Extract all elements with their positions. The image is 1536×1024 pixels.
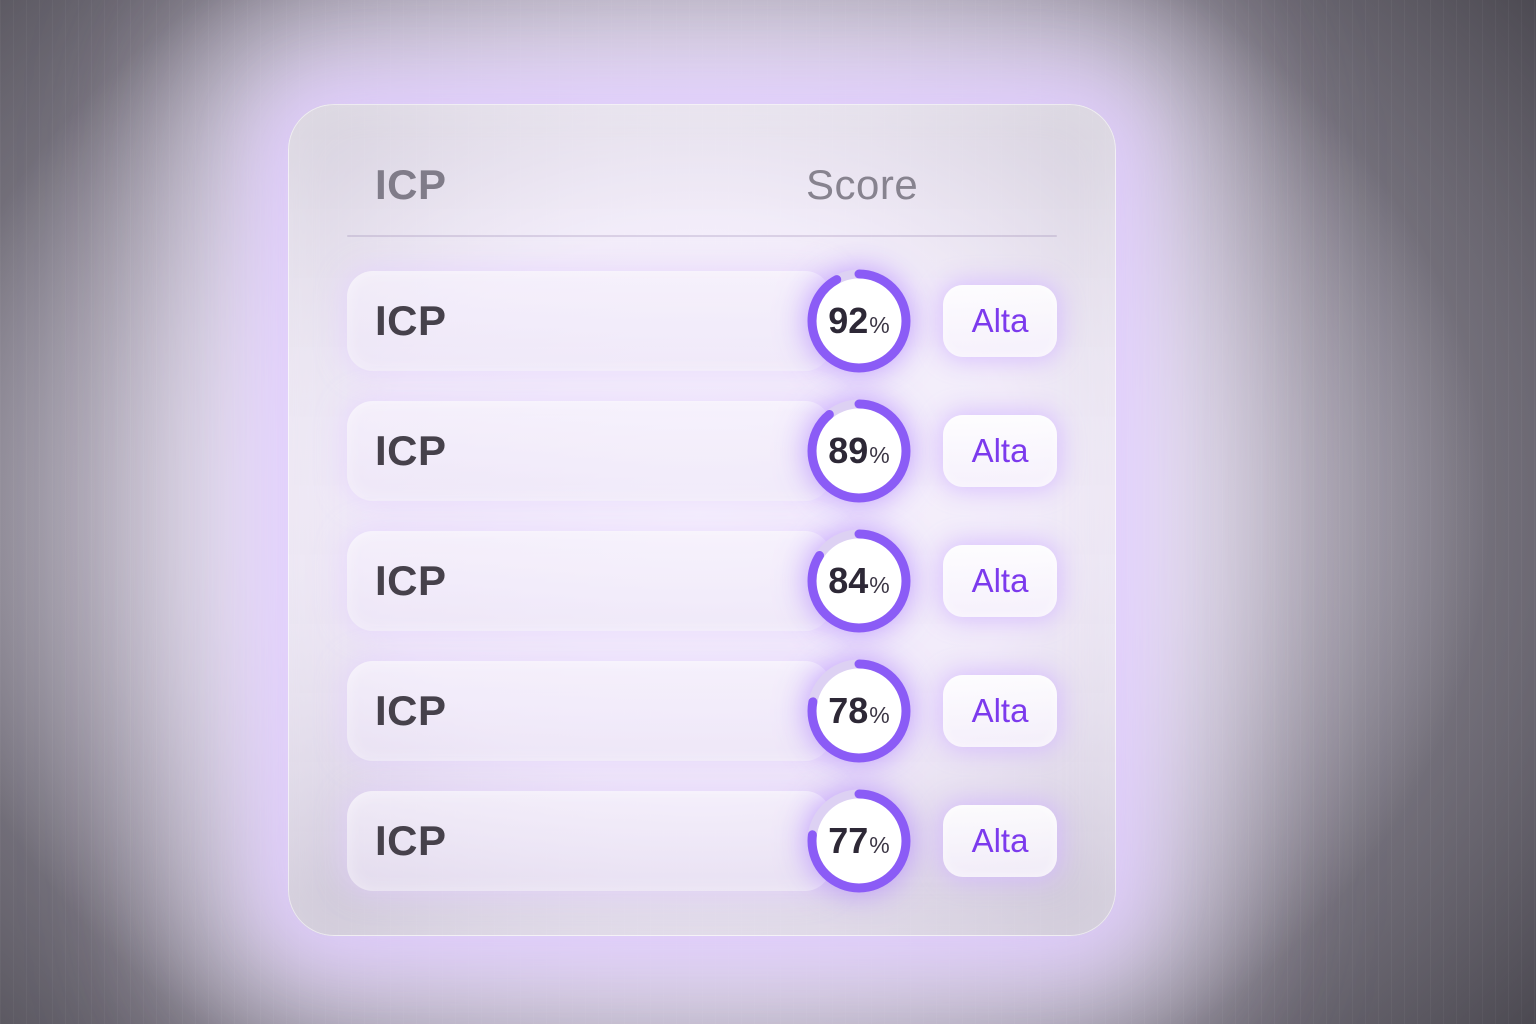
table-body: ICP 92 % Alta ICP [347,269,1057,893]
score-value: 78 [828,690,869,731]
column-header-score: Score [806,161,919,208]
priority-badge: Alta [943,545,1057,617]
table-row: ICP 84 % Alta [347,529,1057,633]
score-ring-svg [807,399,911,503]
priority-badge-label: Alta [971,692,1029,729]
table-row: ICP 77 % Alta [347,789,1057,893]
row-icp-label: ICP [375,817,447,864]
priority-badge: Alta [943,285,1057,357]
row-strip: ICP [347,531,831,631]
score-value: 84 [828,560,869,601]
score-text: 84 % [807,529,911,633]
score-ring: 92 % [807,269,911,373]
score-value: 77 [828,820,869,861]
percent-sign: % [869,571,890,598]
priority-badge-label: Alta [971,432,1029,469]
column-header-icp: ICP [375,161,447,208]
priority-badge-label: Alta [971,562,1029,599]
row-icp-label: ICP [375,427,447,474]
row-icp-label: ICP [375,297,447,344]
score-ring-svg [807,659,911,763]
icp-score-card: ICP Score ICP 92 % Alta [288,104,1116,936]
percent-sign: % [869,311,890,338]
score-ring-svg [807,789,911,893]
row-strip: ICP [347,271,831,371]
score-text: 89 % [807,399,911,503]
row-icp-label: ICP [375,557,447,604]
score-text: 78 % [807,659,911,763]
score-value: 89 [828,430,869,471]
table-header: ICP Score [347,153,1057,235]
priority-badge-label: Alta [971,302,1029,339]
priority-badge: Alta [943,805,1057,877]
header-divider [347,235,1057,237]
row-strip: ICP [347,661,831,761]
percent-sign: % [869,701,890,728]
table-row: ICP 78 % Alta [347,659,1057,763]
table-row: ICP 89 % Alta [347,399,1057,503]
score-ring: 77 % [807,789,911,893]
table-row: ICP 92 % Alta [347,269,1057,373]
row-strip: ICP [347,401,831,501]
score-ring: 84 % [807,529,911,633]
row-strip: ICP [347,791,831,891]
score-ring: 78 % [807,659,911,763]
priority-badge: Alta [943,415,1057,487]
score-ring-svg [807,269,911,373]
score-ring: 89 % [807,399,911,503]
percent-sign: % [869,441,890,468]
row-icp-label: ICP [375,687,447,734]
score-ring-svg [807,529,911,633]
priority-badge: Alta [943,675,1057,747]
percent-sign: % [869,831,890,858]
score-text: 77 % [807,789,911,893]
score-value: 92 [828,300,869,341]
score-text: 92 % [807,269,911,373]
priority-badge-label: Alta [971,822,1029,859]
